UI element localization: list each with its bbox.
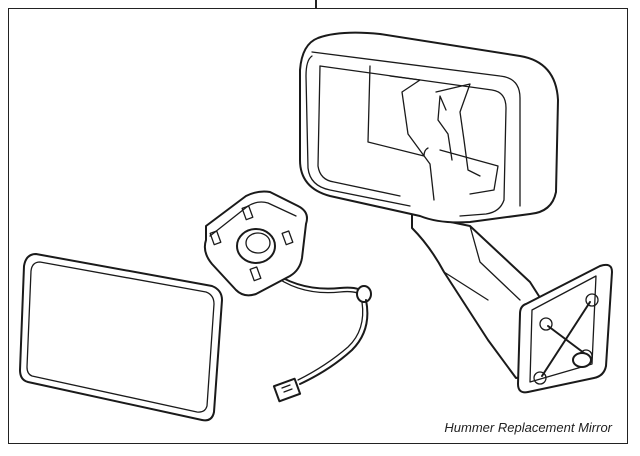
mirror-glass: [19, 253, 223, 422]
motor-mount: [203, 190, 308, 297]
diagram-caption: Hummer Replacement Mirror: [444, 420, 612, 435]
mirror-housing: [299, 31, 613, 394]
wire-harness: [269, 269, 372, 403]
top-tick-mark: [315, 0, 317, 8]
